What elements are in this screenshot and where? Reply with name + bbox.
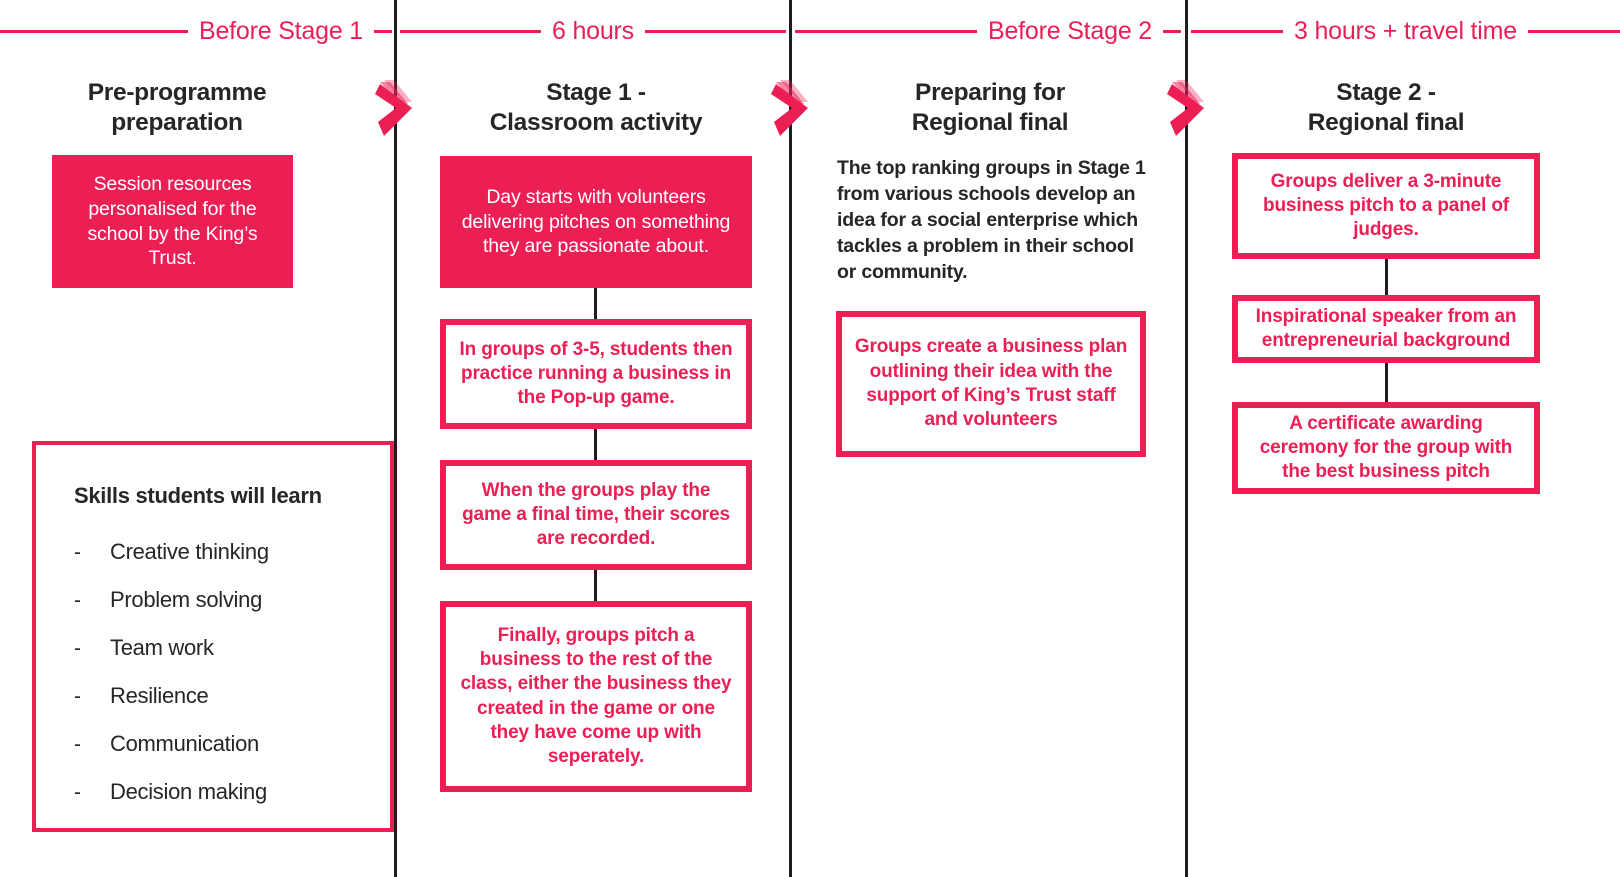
bullet-dash: -: [74, 541, 81, 564]
column-title-line-2: preparation: [111, 108, 243, 136]
skills-panel-title: Skills students will learn: [74, 483, 322, 508]
list-item: - Creative thinking: [74, 539, 364, 565]
column-divider-1: [394, 0, 397, 877]
bullet-dash: -: [74, 733, 81, 756]
header-rail-6-hours: 6 hours: [400, 14, 786, 48]
list-item-label: Team work: [110, 635, 214, 660]
column-divider-3: [1185, 0, 1188, 877]
header-label-before-stage-1: Before Stage 1: [199, 16, 363, 45]
column-title-line-2: Classroom activity: [489, 108, 703, 136]
list-item-label: Creative thinking: [110, 539, 269, 564]
connector-line: [1385, 363, 1388, 402]
box-scores-recorded: When the groups play the game a final ti…: [440, 460, 752, 570]
list-item-label: Resilience: [110, 683, 209, 708]
bullet-dash: -: [74, 637, 81, 660]
connector-line: [594, 429, 597, 460]
chevron-right-icon-3: [1166, 78, 1210, 140]
list-item: - Decision making: [74, 779, 364, 805]
chevron-right-icon-1: [374, 78, 418, 140]
connector-line: [594, 570, 597, 601]
skills-list: - Creative thinking - Problem solving - …: [74, 539, 364, 805]
connector-line: [594, 288, 597, 319]
list-item-label: Decision making: [110, 779, 267, 804]
box-certificate-ceremony: A certificate awarding ceremony for the …: [1232, 402, 1540, 494]
column-title-stage-2: Stage 2 - Regional final: [1232, 78, 1540, 138]
list-item-label: Problem solving: [110, 587, 263, 612]
list-item: - Problem solving: [74, 587, 364, 613]
column-title-line-1: Stage 1 -: [546, 79, 646, 106]
rule-right: [1163, 29, 1181, 33]
header-label-3-hours-travel: 3 hours + travel time: [1294, 16, 1517, 45]
list-item: - Team work: [74, 635, 364, 661]
column-title-pre-programme: Pre-programme preparation: [32, 78, 322, 138]
connector-line: [1385, 259, 1388, 295]
column-title-line-1: Stage 2 -: [1336, 79, 1436, 106]
column-title-preparing-regional-final: Preparing for Regional final: [836, 78, 1144, 138]
box-3-minute-pitch-judges: Groups deliver a 3-minute business pitch…: [1232, 153, 1540, 259]
header-label-6-hours: 6 hours: [552, 16, 634, 45]
paragraph-top-ranking-groups: The top ranking groups in Stage 1 from v…: [837, 157, 1146, 283]
column-title-line-2: Regional final: [911, 108, 1069, 136]
bullet-dash: -: [74, 589, 81, 612]
header-rail-before-stage-2: Before Stage 2: [795, 14, 1181, 48]
rule-left: [795, 29, 977, 33]
chevron-right-icon-2: [770, 78, 814, 140]
header-rail-before-stage-1: Before Stage 1: [0, 14, 392, 48]
box-groups-practice-popup: In groups of 3-5, students then practice…: [440, 319, 752, 429]
skills-panel: Skills students will learn - Creative th…: [32, 441, 394, 832]
column-title-line-1: Pre-programme: [87, 79, 267, 106]
column-title-stage-1: Stage 1 - Classroom activity: [440, 78, 752, 138]
column-title-line-1: Preparing for: [915, 79, 1065, 106]
column-divider-2: [789, 0, 792, 877]
header-label-before-stage-2: Before Stage 2: [988, 16, 1152, 45]
list-item: - Communication: [74, 731, 364, 757]
rule-left: [1191, 29, 1283, 33]
box-day-starts-volunteers: Day starts with volunteers delivering pi…: [440, 156, 752, 288]
bullet-dash: -: [74, 781, 81, 804]
rule-right: [645, 29, 786, 33]
rule-left: [400, 29, 541, 33]
column-title-line-2: Regional final: [1307, 108, 1465, 136]
box-final-pitch-class: Finally, groups pitch a business to the …: [440, 601, 752, 792]
list-item: - Resilience: [74, 683, 364, 709]
rule-left: [0, 29, 188, 33]
box-inspirational-speaker: Inspirational speaker from an entreprene…: [1232, 295, 1540, 363]
header-rail-3-hours-travel: 3 hours + travel time: [1191, 14, 1620, 48]
box-session-resources: Session resources personalised for the s…: [52, 155, 293, 288]
list-item-label: Communication: [110, 731, 259, 756]
rule-right: [374, 29, 392, 33]
bullet-dash: -: [74, 685, 81, 708]
box-business-plan-support: Groups create a business plan outlining …: [836, 311, 1146, 457]
rule-right: [1528, 29, 1620, 33]
